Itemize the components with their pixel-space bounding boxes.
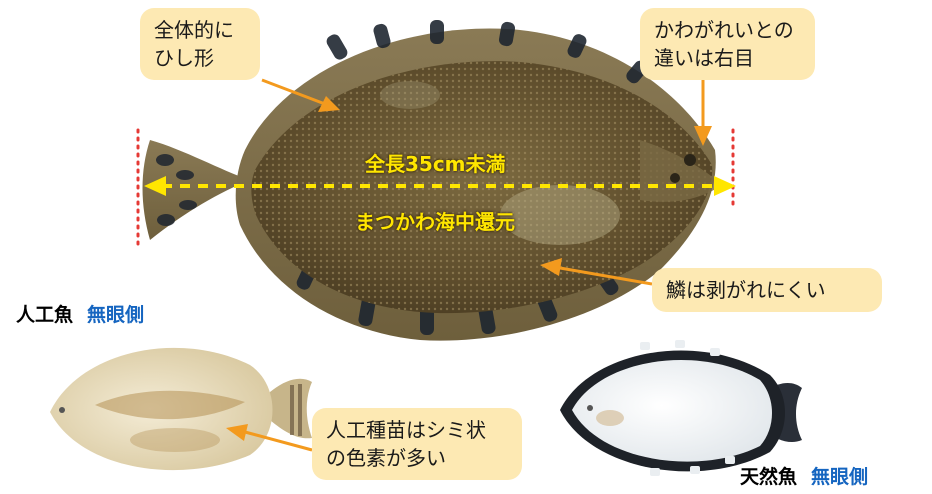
callout-text: 鱗は剥がれにくい bbox=[666, 278, 826, 302]
main-flounder bbox=[142, 20, 722, 341]
wild-fish-side: 無眼側 bbox=[811, 466, 869, 488]
main-right-eye bbox=[684, 154, 696, 166]
length-measure-arrow bbox=[144, 176, 736, 196]
callout-text: ひし形 bbox=[154, 46, 214, 70]
wild-flounder bbox=[560, 340, 802, 476]
total-length-label: 全長35cm未満 bbox=[365, 152, 506, 176]
callout-text: 人工種苗はシミ状 bbox=[326, 418, 486, 442]
artificial-fish-label: 人工魚無眼側 bbox=[16, 300, 144, 327]
callout-text: の色素が多い bbox=[326, 446, 446, 470]
main-light-patch bbox=[500, 185, 620, 245]
wild-fish-type: 天然魚 bbox=[740, 466, 798, 488]
callout-right-eye: かわがれいとの 違いは右目 bbox=[640, 8, 815, 80]
shape-arrow bbox=[261, 78, 326, 106]
pigment-arrow bbox=[244, 430, 313, 452]
callout-arrows bbox=[226, 78, 712, 452]
main-tail-bands bbox=[156, 154, 197, 226]
callout-text: 全体的に bbox=[154, 18, 234, 42]
main-head bbox=[640, 140, 722, 202]
callout-pigment: 人工種苗はシミ状 の色素が多い bbox=[312, 408, 522, 480]
callout-scales: 鱗は剥がれにくい bbox=[652, 268, 882, 312]
callout-text: 違いは右目 bbox=[654, 46, 754, 70]
artificial-fish-side: 無眼側 bbox=[87, 304, 145, 326]
artificial-flounder bbox=[50, 347, 312, 471]
artificial-fish-type: 人工魚 bbox=[16, 304, 74, 326]
scales-arrow bbox=[559, 266, 653, 286]
callout-text: かわがれいとの bbox=[654, 18, 794, 42]
release-label: まつかわ海中還元 bbox=[355, 210, 515, 234]
wild-fish-label: 天然魚無眼側 bbox=[740, 462, 868, 489]
callout-diamond-shape: 全体的に ひし形 bbox=[140, 8, 260, 80]
